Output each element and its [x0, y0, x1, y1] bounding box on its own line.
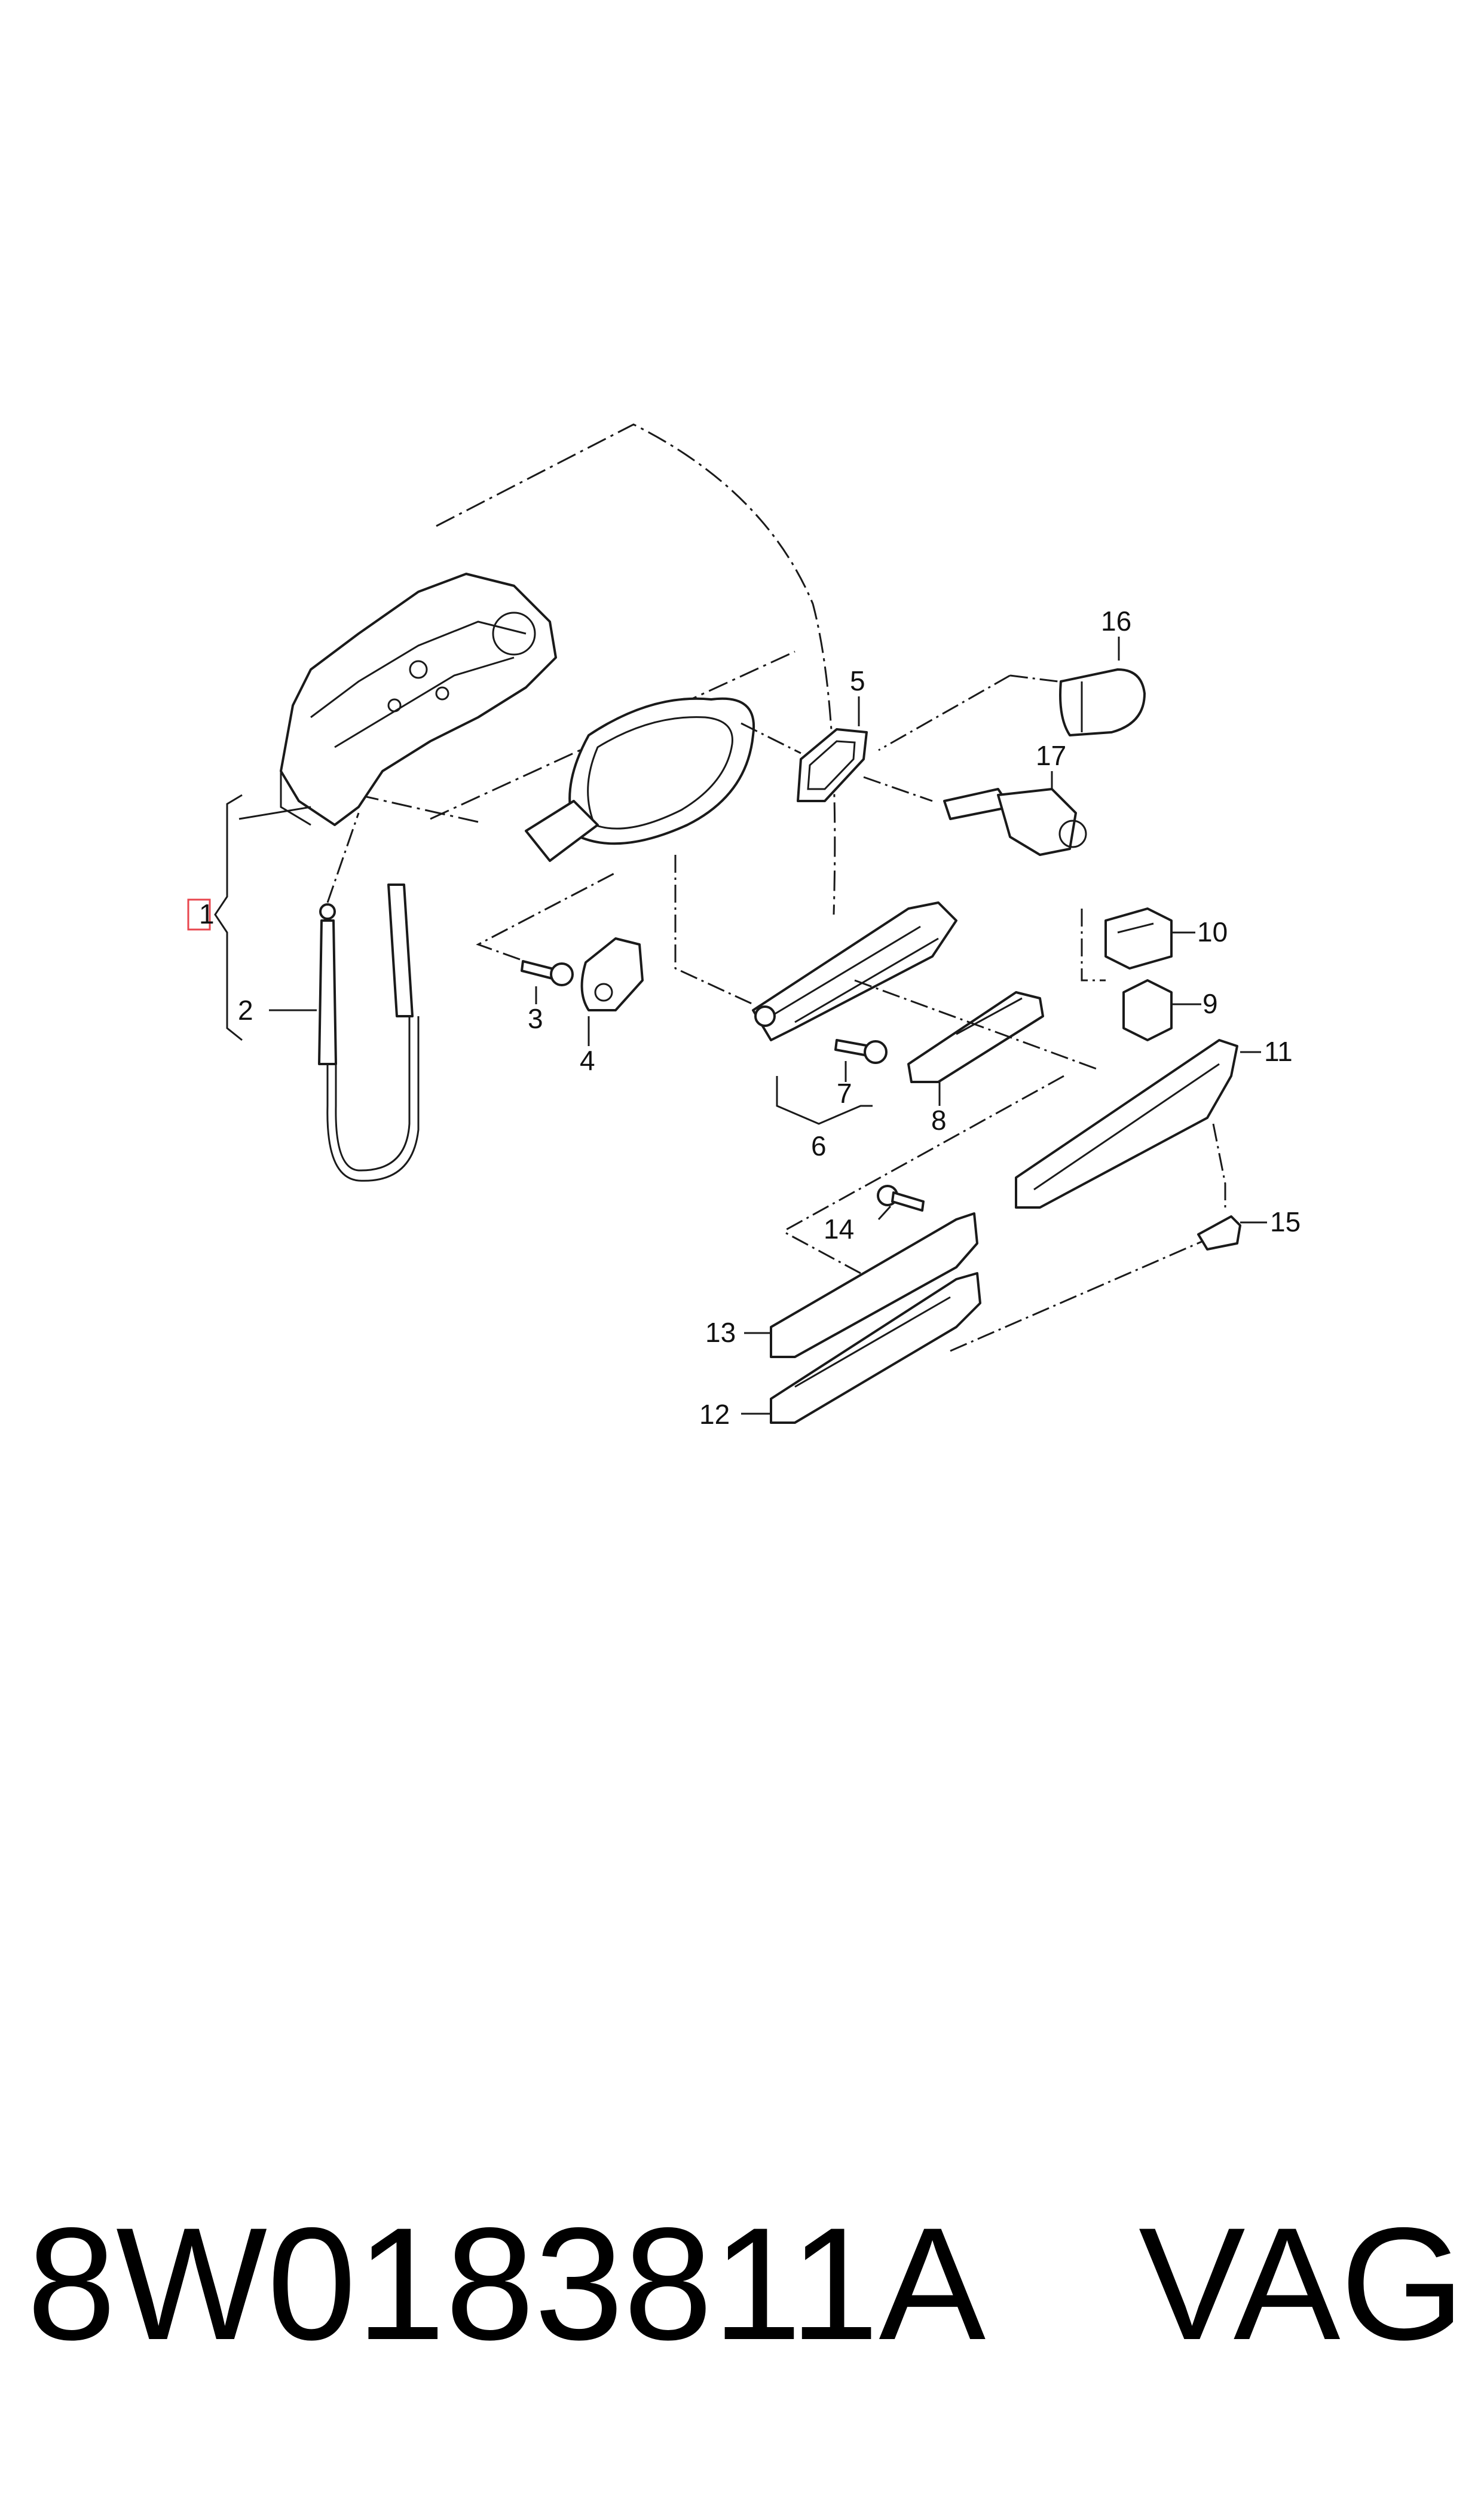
callout-4: 4 — [580, 1045, 595, 1076]
callout-3: 3 — [528, 1003, 543, 1034]
brand-name: VAG — [1139, 2194, 1465, 2373]
callout-5: 5 — [850, 665, 865, 696]
door-handle-11 — [782, 1039, 1261, 1233]
callout-6: 6 — [811, 1130, 827, 1161]
callout-7: 7 — [837, 1078, 852, 1109]
screw-3 — [476, 872, 616, 1004]
cover-cap — [580, 937, 644, 1046]
clip-9 — [1122, 979, 1201, 1041]
clip-10 — [1081, 907, 1195, 982]
part-footer: 8W0183811A VAG — [27, 2194, 1465, 2373]
lock-cylinder — [943, 771, 1087, 856]
lock-cap — [878, 637, 1146, 751]
part-number: 8W0183811A — [27, 2194, 986, 2373]
callout-17: 17 — [1036, 740, 1066, 771]
handle-carrier — [674, 855, 957, 1125]
callout-13: 13 — [705, 1317, 736, 1348]
callout-8: 8 — [931, 1105, 947, 1136]
callout-12: 12 — [699, 1399, 730, 1430]
seal — [741, 696, 933, 802]
callout-11: 11 — [1264, 1036, 1293, 1067]
assembly-bracket — [187, 794, 243, 1041]
clip-15 — [1197, 1215, 1267, 1251]
handle-cover-12 — [741, 1230, 1226, 1424]
handle-cover-13 — [744, 1212, 978, 1358]
bowden-cable — [269, 812, 420, 1182]
door-body-outline — [358, 423, 836, 915]
callout-15: 15 — [1270, 1206, 1301, 1237]
callout-1: 1 — [199, 898, 215, 930]
callout-2: 2 — [238, 995, 253, 1026]
callout-16: 16 — [1101, 606, 1131, 637]
handle-recess — [525, 697, 755, 862]
callout-9: 9 — [1203, 988, 1218, 1019]
door-lock-actuator — [238, 573, 557, 826]
callout-10: 10 — [1197, 916, 1228, 947]
callout-labels: 1 2 3 4 5 6 7 8 9 10 11 12 13 14 15 16 1… — [199, 606, 1301, 1430]
sensor-rod — [854, 979, 1100, 1106]
screw-14 — [877, 1185, 925, 1221]
callout-14: 14 — [824, 1213, 854, 1245]
